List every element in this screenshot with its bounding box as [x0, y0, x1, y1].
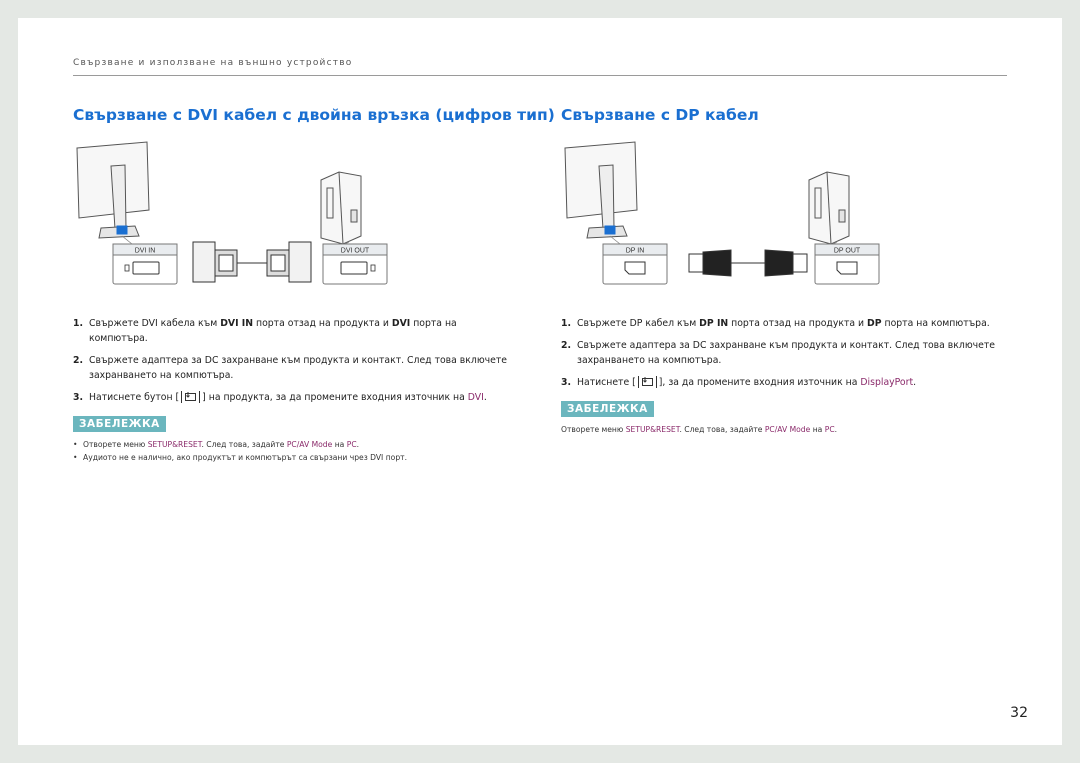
dp-steps: 1.Свържете DP кабел към DP IN порта отза… [561, 316, 1011, 390]
dvi-note-2: •Аудиото не е налично, ако продуктът и к… [73, 453, 407, 462]
dp-connection-diagram: DP IN DP OUT [561, 138, 1011, 298]
dp-step-1: 1.Свържете DP кабел към DP IN порта отза… [561, 318, 990, 329]
pc-illustration [808, 171, 850, 245]
pc-illustration [320, 171, 362, 245]
dvi-cable-illustration [192, 241, 312, 283]
dp-diagram-svg: DP IN DP OUT [564, 141, 880, 285]
dvi-step-2: 2.Свържете адаптера за DC захранване към… [73, 355, 508, 381]
dp-step-2: 2.Свържете адаптера за DC захранване към… [561, 340, 996, 366]
dvi-in-label: DVI IN [135, 248, 156, 255]
manual-page: Свързване и използване на външно устройс… [18, 18, 1062, 745]
dvi-step-3: 3.Натиснете бутон [] на продукта, за да … [73, 391, 487, 403]
dvi-in-port [112, 243, 178, 285]
section-header: Свързване и използване на външно устройс… [73, 58, 353, 68]
dp-section-title: Свързване с DP кабел [561, 106, 759, 124]
dp-step-3: 3.Натиснете [], за да промените входния … [561, 376, 917, 388]
monitor-illustration [564, 141, 638, 239]
dp-in-port [602, 243, 668, 285]
dvi-diagram-svg: DVI IN DVI OUT [76, 141, 388, 285]
dvi-section-title: Свързване с DVI кабел с двойна връзка (ц… [73, 106, 555, 124]
dvi-notes: •Отворете меню SETUP&RESET. След това, з… [73, 438, 518, 464]
monitor-illustration [76, 141, 150, 239]
header-divider [73, 75, 1007, 76]
dp-cable-illustration [688, 249, 808, 277]
dp-note-badge: ЗАБЕЛЕЖКА [561, 401, 654, 417]
dvi-steps: 1.Свържете DVI кабела към DVI IN порта о… [73, 316, 518, 405]
source-icon [181, 391, 201, 403]
dvi-step-1: 1.Свържете DVI кабела към DVI IN порта о… [73, 318, 457, 344]
dp-in-label: DP IN [626, 248, 645, 255]
dvi-section: Свързване с DVI кабел с двойна връзка (ц… [73, 106, 555, 464]
dp-section: Свързване с DP кабел [561, 106, 1011, 436]
dp-note-1: Отворете меню SETUP&RESET. След това, за… [561, 425, 838, 434]
dp-notes: Отворете меню SETUP&RESET. След това, за… [561, 423, 1011, 436]
dp-out-label: DP OUT [834, 248, 861, 255]
dvi-out-label: DVI OUT [341, 248, 370, 255]
dp-out-port [814, 243, 880, 285]
page-number: 32 [1010, 705, 1028, 721]
dvi-out-port [322, 243, 388, 285]
source-icon [637, 376, 657, 388]
dvi-connection-diagram: DVI IN DVI OUT [73, 138, 518, 298]
dvi-note-1: •Отворете меню SETUP&RESET. След това, з… [73, 440, 360, 449]
dvi-note-badge: ЗАБЕЛЕЖКА [73, 416, 166, 432]
